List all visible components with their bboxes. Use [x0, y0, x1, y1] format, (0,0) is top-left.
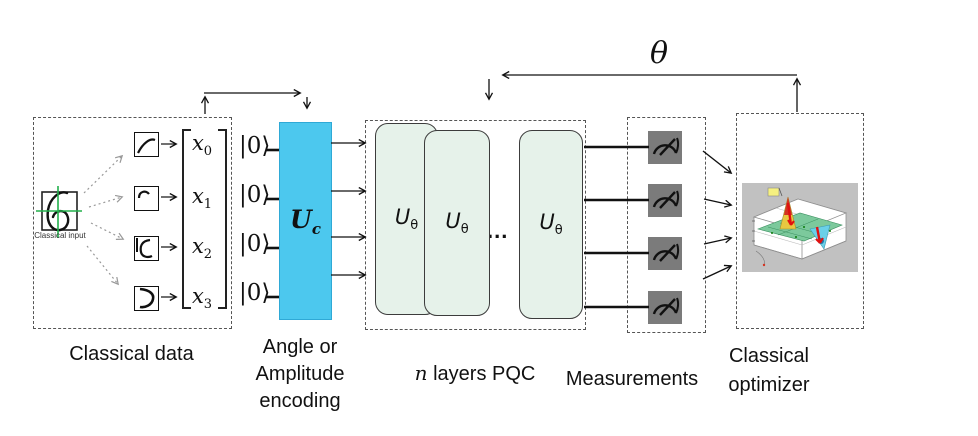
utheta-base: U [539, 210, 555, 235]
vector-bracket-right [218, 129, 227, 309]
gauge-icon [648, 291, 682, 324]
x0-sub: 0 [203, 144, 213, 160]
x2-sub: 2 [203, 247, 213, 263]
patch-quadrant-2 [134, 186, 159, 211]
optimizer-label-line1: Classical [728, 345, 810, 367]
x3-base: x [191, 284, 204, 308]
patch-quadrant-3 [134, 236, 159, 261]
encoding-label: Angle or Amplitude encoding [231, 334, 369, 415]
ket-wire-stubs [266, 148, 279, 299]
measurement-to-optimizer-arrows [702, 150, 731, 280]
data-to-encoder-feedline [204, 93, 307, 114]
vector-entry-x0: x0 [186, 131, 218, 159]
pqc-layer-n: Uθ [519, 130, 583, 319]
utheta-sub: θ [410, 218, 419, 234]
optimizer-label: Classical optimizer [706, 342, 832, 400]
x3-sub: 3 [203, 297, 213, 313]
theta-parameter-label: θ [649, 36, 669, 71]
patch-quadrant-4 [134, 286, 159, 311]
theta-feedback-line [489, 75, 797, 112]
vector-bracket-left [182, 129, 191, 309]
ket-zero-1: |0⟩ [239, 133, 271, 159]
vector-entry-x2: x2 [186, 234, 218, 262]
gauge-icon [648, 184, 682, 217]
x0-base: x [191, 131, 204, 155]
vector-entry-x1: x1 [186, 184, 218, 212]
3d-surface-plot [742, 183, 858, 272]
pqc-layer-1-label: Uθ [395, 205, 418, 233]
pqc-layer-n-label: Uθ [539, 210, 562, 238]
uc-base: U [290, 204, 312, 234]
pqc-box [365, 120, 586, 330]
utheta-base: U [394, 204, 411, 229]
patch-quadrant-1 [134, 132, 159, 157]
ket-zero-2: |0⟩ [239, 182, 271, 208]
utheta-sub: θ [460, 222, 469, 238]
measurements-box [627, 117, 706, 333]
encoding-label-line1: Angle or [262, 336, 338, 358]
pqc-label: n layers PQC [375, 360, 575, 388]
classical-data-box [33, 117, 232, 329]
classical-input-caption: Classical input [34, 231, 86, 240]
gauge-icon [648, 131, 682, 164]
encoder-gate-label: Uc [290, 205, 321, 238]
patch-stroke-icon [137, 190, 150, 199]
x2-base: x [191, 234, 204, 258]
patch-stroke-icon [137, 138, 156, 154]
handwritten-digit-6-image [36, 186, 82, 238]
encoder-gate-uc: Uc [279, 122, 332, 320]
gauge-icon [648, 237, 682, 270]
vector-entry-x3: x3 [186, 284, 218, 312]
utheta-sub: θ [554, 223, 563, 239]
pqc-layer-2-label: Uθ [445, 209, 468, 237]
optimizer-label-line2: optimizer [728, 374, 810, 396]
pqc-label-n: n [414, 361, 428, 385]
x1-base: x [191, 184, 204, 208]
encoding-label-line3: encoding [259, 390, 341, 412]
x1-sub: 1 [203, 197, 213, 213]
patch-stroke-icon [136, 238, 153, 259]
utheta-base: U [445, 208, 461, 233]
classical-optimizer-box [736, 113, 864, 329]
patch-stroke-icon [139, 287, 155, 309]
pqc-layer-2: Uθ [424, 130, 490, 316]
encoder-to-pqc-arrows [331, 143, 365, 275]
measurements-label: Measurements [565, 368, 699, 390]
ket-zero-4: |0⟩ [239, 280, 271, 306]
uc-sub: c [311, 219, 321, 238]
classical-data-label: Classical data [69, 343, 194, 365]
encoding-label-line2: Amplitude [255, 363, 345, 385]
pqc-label-text: layers PQC [427, 363, 536, 385]
ellipsis: ... [487, 218, 509, 243]
ket-zero-3: |0⟩ [239, 231, 271, 257]
